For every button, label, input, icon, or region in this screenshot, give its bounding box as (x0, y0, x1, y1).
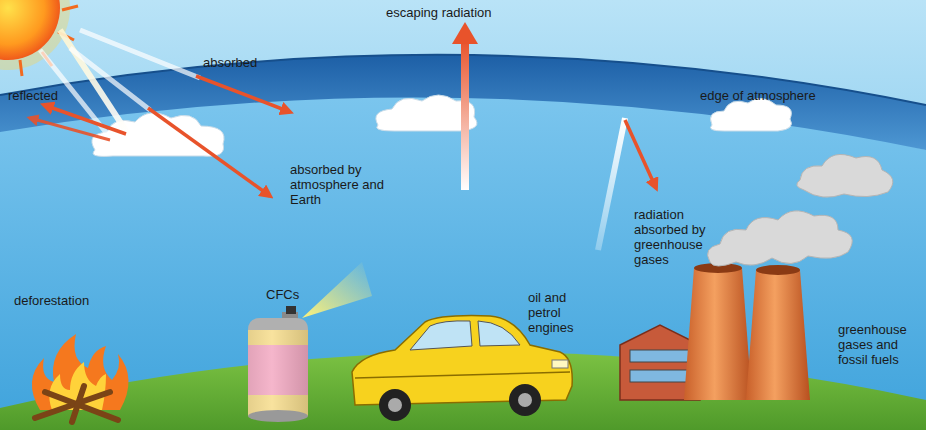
source-label: deforestation (14, 293, 124, 308)
radiation-label: radiation absorbed by greenhouse gases (634, 207, 730, 267)
atmosphere-label: edge of atmosphere (700, 88, 850, 103)
absorbed-label: absorbed (203, 55, 283, 70)
absorbed-label: absorbed by atmosphere and Earth (290, 162, 408, 207)
source-label: CFCs (266, 287, 316, 302)
spray-can (248, 262, 372, 422)
source-label: greenhouse gases and fossil fuels (838, 322, 920, 367)
reflected-label: reflected (8, 88, 88, 103)
fire (32, 334, 129, 422)
escaping-label: escaping radiation (386, 5, 536, 20)
source-label: oil and petrol engines (528, 290, 588, 335)
